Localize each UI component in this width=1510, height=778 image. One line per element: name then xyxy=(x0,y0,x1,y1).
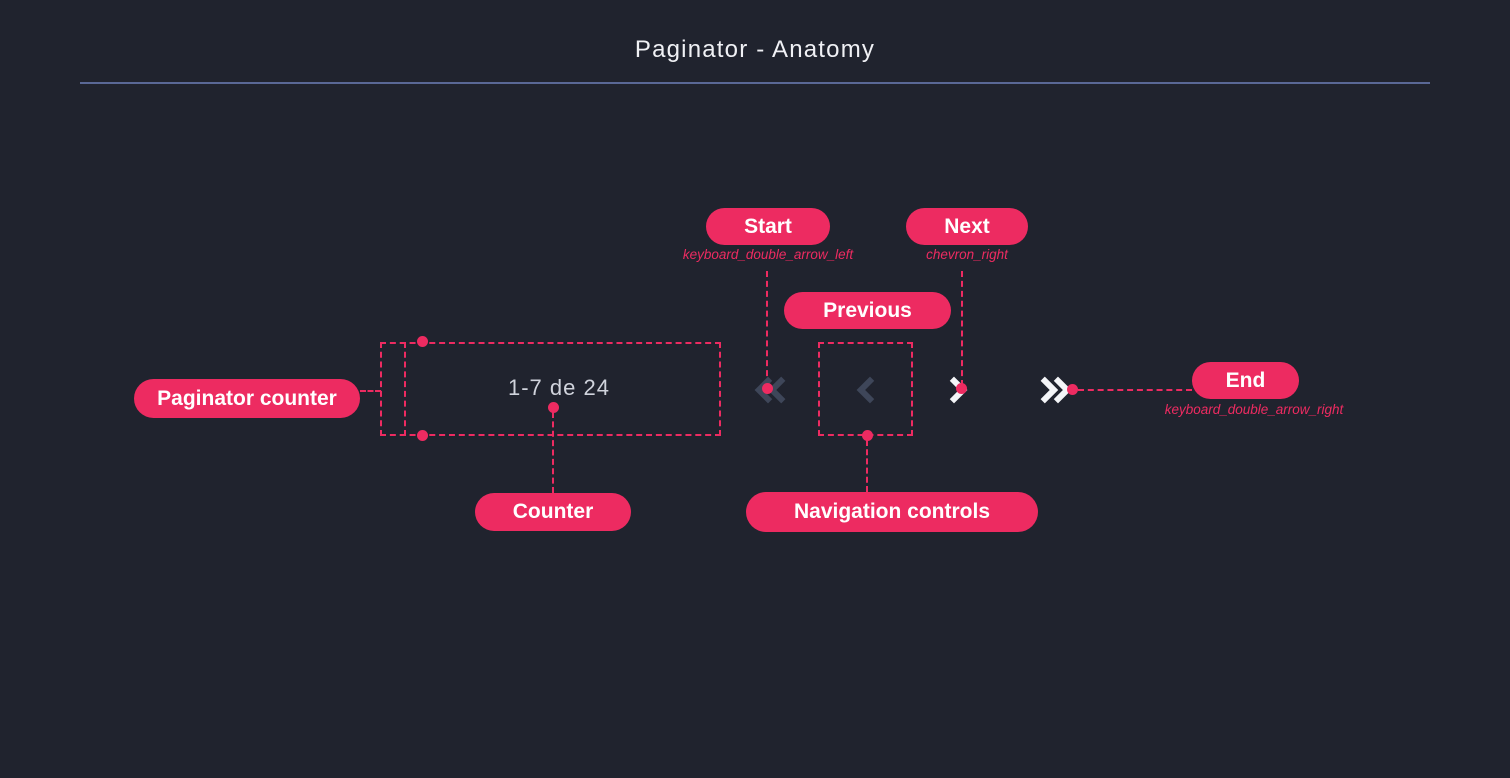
anchor-dot-first-page-icon xyxy=(762,383,773,394)
header-divider xyxy=(80,82,1430,84)
paginator-counter-annotation-pill: Paginator counter xyxy=(134,379,360,418)
anchor-dot-last-page-icon xyxy=(1067,384,1078,395)
start-annotation-pill: Start xyxy=(706,208,830,245)
connector-end xyxy=(1078,389,1192,391)
counter-inner-edge xyxy=(404,342,406,436)
anchor-dot-counter-text xyxy=(548,402,559,413)
connector-start xyxy=(766,271,768,386)
connector-paginator-counter xyxy=(360,390,381,392)
counter-annotation-pill: Counter xyxy=(475,493,631,531)
anchor-dot-counter-box-top xyxy=(417,336,428,347)
anchor-dot-next-page-icon xyxy=(956,383,967,394)
connector-next xyxy=(961,271,963,386)
next-annotation-pill: Next xyxy=(906,208,1028,245)
connector-navigation-controls xyxy=(866,440,868,492)
page-title: Paginator - Anatomy xyxy=(634,36,876,63)
navigation-controls-annotation-pill: Navigation controls xyxy=(746,492,1038,532)
paginator-counter-bounding-box xyxy=(380,342,721,436)
start-icon-name-label: keyboard_double_arrow_left xyxy=(682,247,854,262)
previous-annotation-pill: Previous xyxy=(784,292,951,329)
connector-counter xyxy=(552,412,554,493)
previous-page-button-icon[interactable] xyxy=(842,366,890,414)
anchor-dot-navigation-box-bottom xyxy=(862,430,873,441)
anchor-dot-counter-box-bottom xyxy=(417,430,428,441)
end-icon-name-label: keyboard_double_arrow_right xyxy=(1164,402,1344,417)
next-icon-name-label: chevron_right xyxy=(926,247,1008,262)
paginator-range-label: 1-7 de 24 xyxy=(508,375,610,400)
end-annotation-pill: End xyxy=(1192,362,1299,399)
